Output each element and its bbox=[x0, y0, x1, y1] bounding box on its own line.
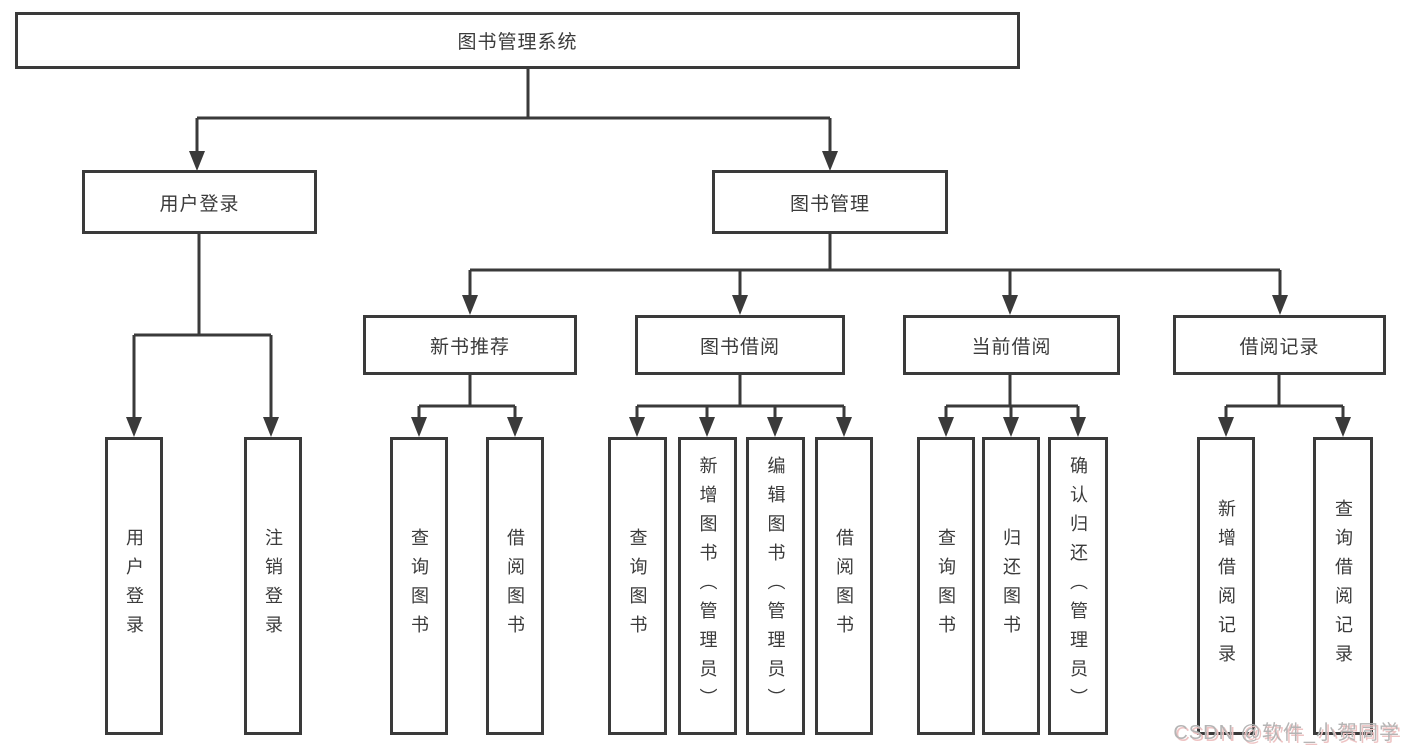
leaf-label: 用户登录 bbox=[124, 528, 144, 644]
leaf-label: 归还图书 bbox=[1001, 528, 1021, 644]
node-user-login: 用户登录 bbox=[82, 170, 317, 234]
leaf-label: 查询图书 bbox=[409, 528, 429, 644]
leaf-record-add: 新增借阅记录 bbox=[1197, 437, 1255, 735]
node-book-borrow: 图书借阅 bbox=[635, 315, 845, 375]
connector-book-mgmt-to-level3 bbox=[462, 232, 1288, 315]
leaf-label: 借阅图书 bbox=[505, 528, 525, 644]
leaf-label: 确认归还（管理员） bbox=[1068, 455, 1088, 717]
leaf-record-query: 查询借阅记录 bbox=[1313, 437, 1373, 735]
leaf-label: 查询借阅记录 bbox=[1333, 499, 1353, 673]
connector-root-to-level2 bbox=[189, 69, 838, 171]
connector-borrow-record-to-leaves bbox=[1218, 373, 1351, 437]
leaf-label: 查询图书 bbox=[627, 528, 648, 644]
connector-book-borrow-to-leaves bbox=[629, 373, 852, 437]
node-borrow-record-label: 借阅记录 bbox=[1239, 336, 1320, 358]
node-book-borrow-label: 图书借阅 bbox=[699, 336, 780, 358]
leaf-current-confirm-return-admin: 确认归还（管理员） bbox=[1048, 437, 1108, 735]
node-borrow-record: 借阅记录 bbox=[1173, 315, 1386, 375]
connector-user-login-to-leaves bbox=[126, 232, 279, 437]
node-current-borrow-label: 当前借阅 bbox=[971, 336, 1052, 358]
leaf-user-login-logout: 注销登录 bbox=[244, 437, 302, 735]
node-new-book-rec-label: 新书推荐 bbox=[429, 336, 510, 358]
node-new-book-rec: 新书推荐 bbox=[363, 315, 577, 375]
connector-new-book-rec-to-leaves bbox=[411, 373, 523, 437]
leaf-borrow-add-admin: 新增图书（管理员） bbox=[678, 437, 737, 735]
leaf-label: 查询图书 bbox=[936, 528, 956, 644]
csdn-watermark: CSDN @软件_小贺同学 bbox=[1173, 722, 1400, 744]
node-book-mgmt: 图书管理 bbox=[712, 170, 948, 234]
leaf-label: 借阅图书 bbox=[834, 528, 854, 644]
node-root: 图书管理系统 bbox=[15, 12, 1020, 69]
leaf-borrow-borrow: 借阅图书 bbox=[815, 437, 873, 735]
node-root-label: 图书管理系统 bbox=[457, 32, 578, 53]
leaf-borrow-edit-admin: 编辑图书（管理员） bbox=[746, 437, 805, 735]
node-book-mgmt-label: 图书管理 bbox=[789, 193, 870, 215]
connector-current-borrow-to-leaves bbox=[938, 373, 1086, 437]
leaf-current-query: 查询图书 bbox=[917, 437, 975, 735]
leaf-borrow-query: 查询图书 bbox=[608, 437, 667, 735]
leaf-label: 注销登录 bbox=[263, 528, 283, 644]
leaf-new-book-borrow: 借阅图书 bbox=[486, 437, 544, 735]
leaf-new-book-query: 查询图书 bbox=[390, 437, 448, 735]
leaf-label: 编辑图书（管理员） bbox=[765, 455, 786, 717]
leaf-label: 新增借阅记录 bbox=[1216, 499, 1236, 673]
node-current-borrow: 当前借阅 bbox=[903, 315, 1120, 375]
leaf-current-return: 归还图书 bbox=[982, 437, 1040, 735]
leaf-user-login-login: 用户登录 bbox=[105, 437, 163, 735]
leaf-label: 新增图书（管理员） bbox=[697, 455, 718, 717]
node-user-login-label: 用户登录 bbox=[159, 193, 240, 215]
